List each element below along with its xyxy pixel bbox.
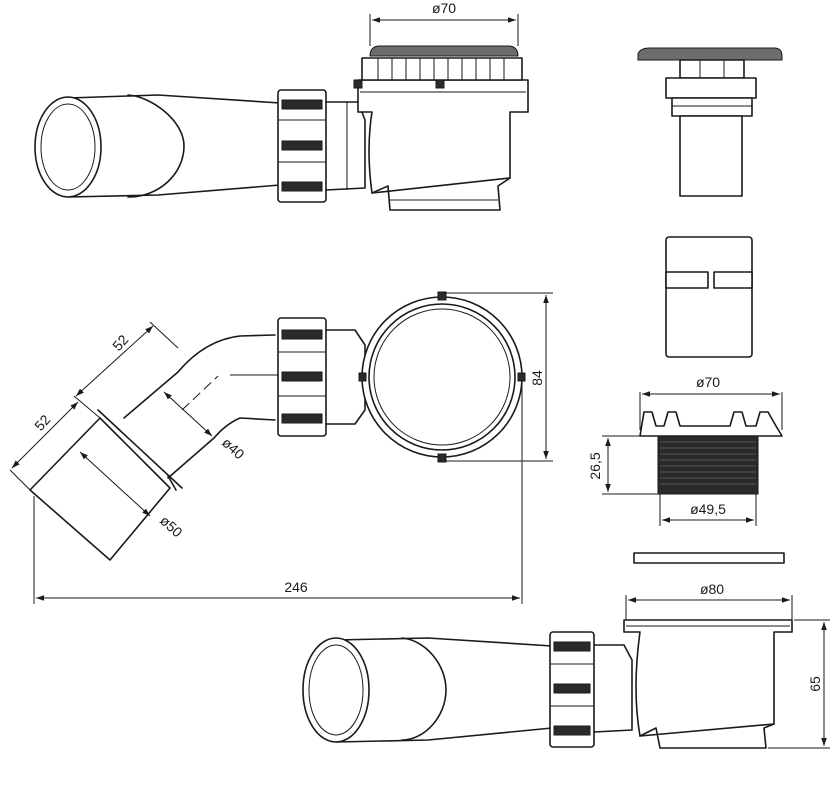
dim-height-84: 84: [529, 370, 545, 386]
dim-flange-diameter: ø80: [700, 581, 724, 597]
strainer-view: ø70 26,5 ø49,5: [587, 374, 783, 526]
side-view-top: ø70: [34, 0, 529, 211]
dim-top-cap-diameter: ø70: [432, 0, 456, 16]
dim-body-height: 65: [807, 676, 823, 692]
dim-pipe-50: ø50: [157, 512, 186, 540]
plan-view: 84 52 52 ø40 ø50 246: [9, 291, 553, 604]
dim-thread-diameter: ø49,5: [690, 501, 726, 517]
side-view-bottom: ø80 65: [302, 552, 830, 749]
dim-strainer-height: 26,5: [587, 452, 603, 479]
dim-pipe-40: ø40: [219, 434, 248, 462]
cap-detail: [637, 47, 783, 358]
dim-strainer-70: ø70: [696, 374, 720, 390]
dim-total-length: 246: [284, 579, 308, 595]
dim-elbow-upper: 52: [109, 331, 131, 353]
